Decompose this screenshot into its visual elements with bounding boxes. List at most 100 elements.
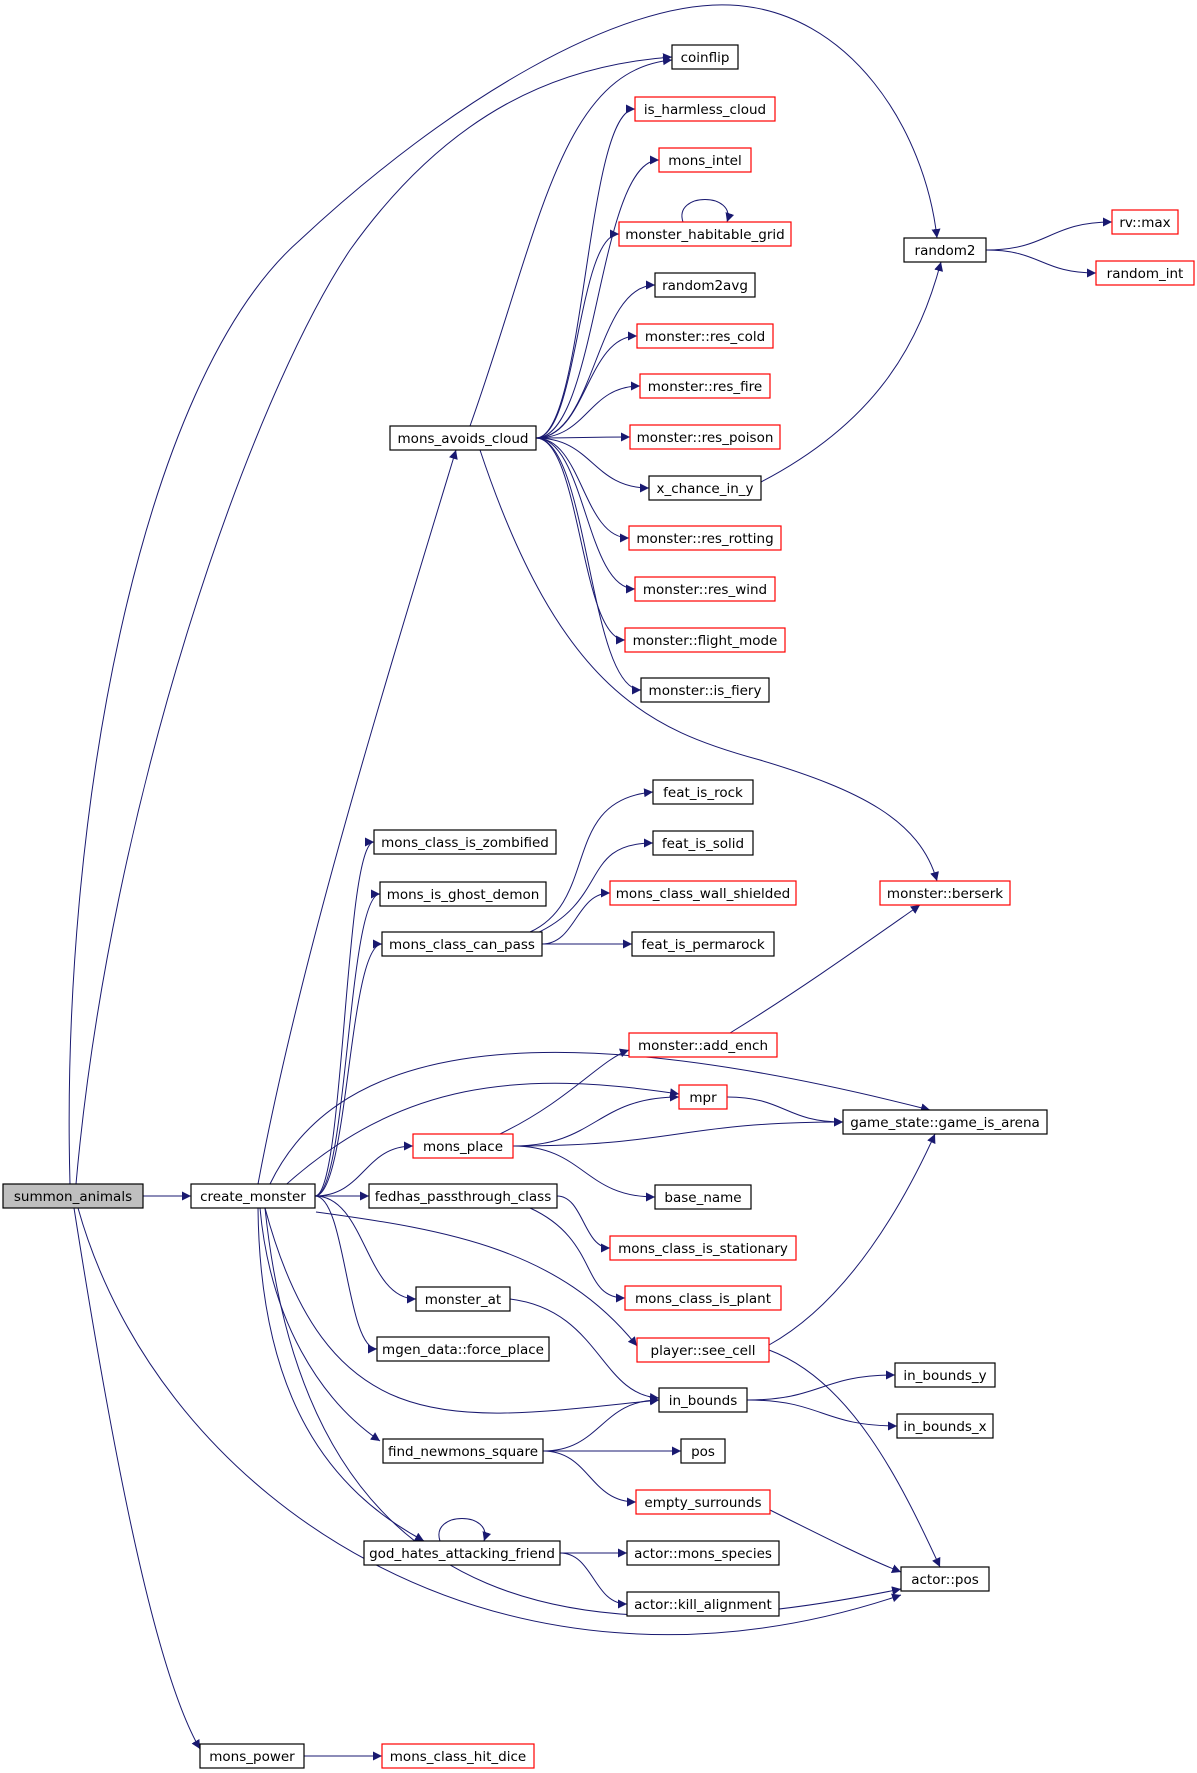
node-mons_class_can_pass[interactable]: mons_class_can_pass (381, 931, 543, 957)
edge-see_cell-to-game_is_arena (768, 1133, 936, 1346)
node-fedhas_passthrough_class[interactable]: fedhas_passthrough_class (368, 1183, 558, 1209)
node-label: monster::berserk (887, 886, 1003, 902)
node-pos[interactable]: pos (680, 1438, 726, 1464)
node-berserk[interactable]: monster::berserk (879, 880, 1011, 906)
edge-random2-to-rv_max (985, 217, 1113, 251)
node-label: player::see_cell (651, 1343, 756, 1359)
node-mons_species[interactable]: actor::mons_species (626, 1540, 780, 1566)
node-mons_class_wall_shielded[interactable]: mons_class_wall_shielded (609, 880, 797, 906)
node-mons_class_is_stationary[interactable]: mons_class_is_stationary (609, 1235, 797, 1261)
node-is_harmless_cloud[interactable]: is_harmless_cloud (634, 96, 776, 122)
node-label: monster::res_wind (643, 582, 767, 598)
node-box (1095, 260, 1195, 286)
node-box (628, 1032, 778, 1058)
node-kill_alignment[interactable]: actor::kill_alignment (626, 1591, 780, 1617)
edge-find_newmons_square-to-in_bounds (542, 1395, 660, 1452)
node-mons_class_is_zombified[interactable]: mons_class_is_zombified (373, 829, 557, 855)
edge-fedhas_passthrough_class-to-mons_class_is_stationary (556, 1195, 611, 1253)
node-random2avg[interactable]: random2avg (654, 272, 756, 298)
edge-mons_avoids_cloud-to-is_fiery (535, 437, 642, 695)
node-is_fiery[interactable]: monster::is_fiery (640, 677, 770, 703)
node-label: coinflip (681, 50, 730, 66)
node-box (658, 147, 752, 173)
node-label: god_hates_attacking_friend (369, 1546, 555, 1562)
edge-mons_class_can_pass-to-feat_is_rock (529, 788, 654, 933)
node-summon_animals[interactable]: summon_animals (2, 1183, 144, 1209)
node-label: pos (691, 1444, 715, 1460)
node-monster_habitable_grid[interactable]: monster_habitable_grid (618, 221, 792, 247)
node-res_fire[interactable]: monster::res_fire (639, 373, 771, 399)
node-label: monster::res_cold (645, 329, 765, 345)
edge-mons_place-to-mpr (512, 1092, 680, 1147)
node-label: mons_intel (668, 153, 741, 169)
edge-mons_avoids_cloud-to-x_chance_in_y (535, 437, 650, 493)
node-mons_intel[interactable]: mons_intel (658, 147, 752, 173)
node-res_cold[interactable]: monster::res_cold (636, 323, 774, 349)
node-base_name[interactable]: base_name (654, 1184, 752, 1210)
node-label: mons_power (209, 1749, 295, 1765)
node-label: in_bounds_x (903, 1419, 986, 1435)
node-coinflip[interactable]: coinflip (671, 44, 739, 70)
node-label: x_chance_in_y (656, 481, 753, 497)
node-create_monster[interactable]: create_monster (190, 1183, 316, 1209)
node-label: monster::flight_mode (633, 633, 778, 649)
node-add_ench[interactable]: monster::add_ench (628, 1032, 778, 1058)
node-mons_avoids_cloud[interactable]: mons_avoids_cloud (389, 425, 537, 451)
node-label: monster_habitable_grid (625, 227, 784, 243)
node-res_rotting[interactable]: monster::res_rotting (628, 525, 782, 551)
node-box (2, 1183, 144, 1209)
node-label: in_bounds_y (903, 1368, 986, 1384)
node-feat_is_rock[interactable]: feat_is_rock (652, 779, 754, 805)
node-feat_is_solid[interactable]: feat_is_solid (652, 830, 754, 856)
node-flight_mode[interactable]: monster::flight_mode (624, 627, 786, 653)
edge-mons_avoids_cloud-to-res_poison (535, 432, 631, 442)
node-res_wind[interactable]: monster::res_wind (634, 576, 776, 602)
node-res_poison[interactable]: monster::res_poison (629, 424, 781, 450)
node-box (636, 1337, 770, 1363)
edge-monster_at-to-in_bounds (509, 1298, 660, 1403)
node-find_newmons_square[interactable]: find_newmons_square (382, 1438, 544, 1464)
node-god_hates_attacking_friend[interactable]: god_hates_attacking_friend (363, 1540, 561, 1566)
node-feat_is_permarock[interactable]: feat_is_permarock (631, 931, 775, 957)
node-box (368, 1183, 558, 1209)
edge-random2-to-random_int (985, 249, 1097, 278)
node-mons_class_is_plant[interactable]: mons_class_is_plant (624, 1285, 782, 1311)
node-box (903, 237, 987, 263)
node-force_place[interactable]: mgen_data::force_place (376, 1336, 550, 1362)
node-label: mons_class_is_zombified (381, 835, 549, 851)
node-monster_at[interactable]: monster_at (415, 1286, 511, 1312)
node-box (629, 424, 781, 450)
node-box (654, 1184, 752, 1210)
node-random2[interactable]: random2 (903, 237, 987, 263)
edge-summon_animals-to-mons_power (73, 1207, 201, 1750)
node-see_cell[interactable]: player::see_cell (636, 1337, 770, 1363)
edge-mons_avoids_cloud-to-res_cold (535, 331, 638, 439)
edge-create_monster-to-mons_place (314, 1141, 414, 1197)
edge-mpr-to-game_is_arena (726, 1096, 844, 1127)
edge-in_bounds-to-in_bounds_y (746, 1370, 896, 1401)
node-label: find_newmons_square (388, 1444, 538, 1460)
edge-x_chance_in_y-to-random2 (760, 261, 944, 483)
node-random_int[interactable]: random_int (1095, 260, 1195, 286)
node-mons_is_ghost_demon[interactable]: mons_is_ghost_demon (379, 881, 547, 907)
node-mons_class_hit_dice[interactable]: mons_class_hit_dice (381, 1743, 535, 1769)
node-mons_power[interactable]: mons_power (199, 1743, 305, 1769)
edge-create_monster-to-mons_class_can_pass (314, 939, 383, 1197)
node-x_chance_in_y[interactable]: x_chance_in_y (648, 475, 762, 501)
node-in_bounds_x[interactable]: in_bounds_x (896, 1413, 994, 1439)
node-box (631, 931, 775, 957)
node-label: actor::pos (911, 1572, 979, 1588)
node-actor_pos[interactable]: actor::pos (900, 1566, 990, 1592)
node-in_bounds_y[interactable]: in_bounds_y (894, 1362, 996, 1388)
node-box (415, 1286, 511, 1312)
node-label: mgen_data::force_place (382, 1342, 544, 1358)
node-rv_max[interactable]: rv::max (1111, 209, 1179, 235)
node-empty_surrounds[interactable]: empty_surrounds (635, 1489, 771, 1515)
node-mpr[interactable]: mpr (678, 1084, 728, 1110)
node-mons_place[interactable]: mons_place (412, 1133, 514, 1159)
node-label: mons_avoids_cloud (398, 431, 529, 447)
node-label: monster::res_fire (648, 379, 762, 395)
node-in_bounds[interactable]: in_bounds (658, 1387, 748, 1413)
edge-summon_animals-to-coinflip (75, 53, 673, 1185)
node-game_is_arena[interactable]: game_state::game_is_arena (842, 1109, 1048, 1135)
